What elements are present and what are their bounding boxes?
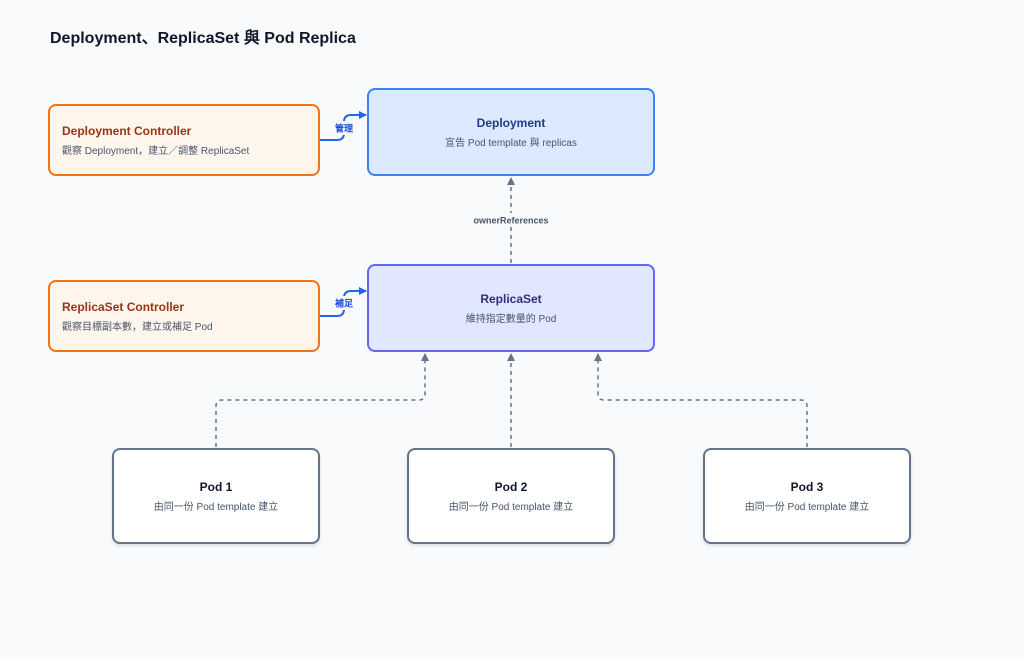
edge-owner-label-bg (474, 213, 548, 227)
edge-manage-label-bg (331, 121, 357, 135)
deployment-controller-desc: 觀察 Deployment，建立／調整 ReplicaSet (62, 145, 250, 157)
pod-1-name: Pod 1 (199, 479, 233, 494)
edge-pod3-replicaset (594, 353, 808, 447)
deployment-node-desc: 宣告 Pod template 與 replicas (445, 137, 577, 149)
diagram-title: Deployment、ReplicaSet 與 Pod Replica (50, 30, 356, 47)
pod-1-desc: 由同一份 Pod template 建立 (153, 501, 279, 513)
pod-3-desc: 由同一份 Pod template 建立 (744, 501, 870, 513)
edge-pod1-replicaset (215, 353, 429, 447)
replicaset-node-name: ReplicaSet (480, 291, 542, 306)
deployment-controller-name: Deployment Controller (62, 123, 192, 138)
replicaset-controller-desc: 觀察目標副本數，建立或補足 Pod (62, 321, 213, 333)
deployment-node: Deployment 宣告 Pod template 與 replicas (367, 88, 655, 176)
pod-2-name: Pod 2 (494, 479, 528, 494)
replicaset-controller-name: ReplicaSet Controller (62, 299, 185, 314)
pod-3-node: Pod 3 由同一份 Pod template 建立 (703, 448, 911, 544)
replicaset-node: ReplicaSet 維持指定數量的 Pod (367, 264, 655, 352)
edge-fill-label: 補足 (334, 298, 354, 309)
pod-2-desc: 由同一份 Pod template 建立 (448, 501, 574, 513)
pod-1-node: Pod 1 由同一份 Pod template 建立 (112, 448, 320, 544)
replicaset-controller-node: ReplicaSet Controller 觀察目標副本數，建立或補足 Pod (48, 280, 320, 352)
replicaset-node-desc: 維持指定數量的 Pod (465, 313, 557, 325)
pod-3-name: Pod 3 (790, 479, 824, 494)
pod-2-node: Pod 2 由同一份 Pod template 建立 (407, 448, 615, 544)
deployment-controller-node: Deployment Controller 觀察 Deployment，建立／調… (48, 104, 320, 176)
deployment-node-name: Deployment (476, 115, 546, 130)
edge-owner-label: ownerReferences (473, 216, 548, 226)
edge-manage-label: 管理 (335, 123, 353, 134)
edge-fill-label-bg (331, 296, 357, 310)
